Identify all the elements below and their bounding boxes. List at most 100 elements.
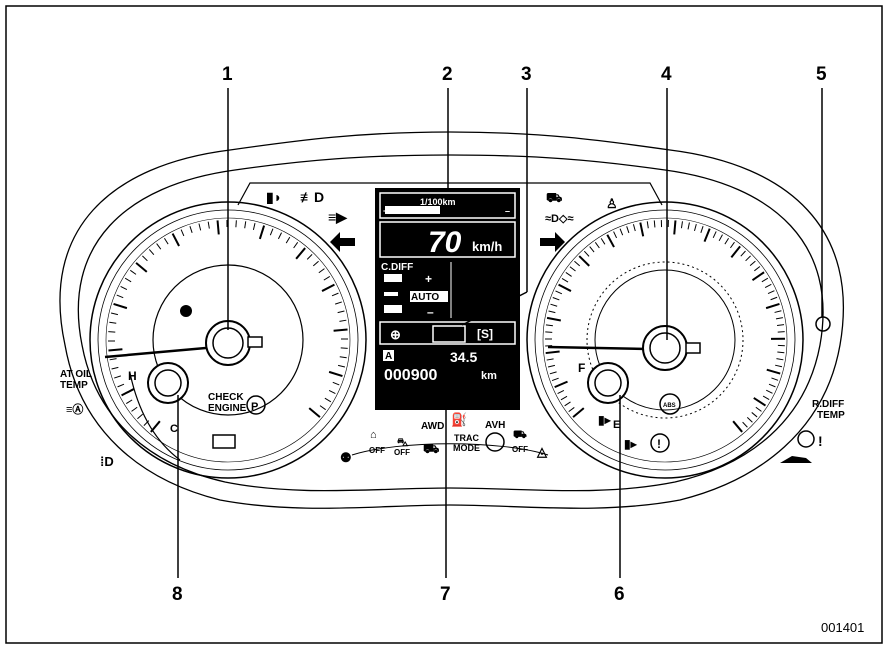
- cdiff-title: C.DIFF: [381, 262, 413, 273]
- gauge-tick: [730, 245, 741, 258]
- top-indicators: ▮◗ ≢D ≡▶ ⛟ ≈D◇≈ ♙: [266, 189, 618, 252]
- speedometer: F E ▮▸ ABS ▮▸ ! R.DIFF TEMP !: [526, 201, 845, 479]
- gauge-tick: [108, 348, 123, 352]
- gauge-tick: [775, 317, 783, 320]
- front-fog-icon: ▮◗: [266, 189, 282, 205]
- eyesight-off-label: OFF: [369, 446, 385, 455]
- gauge-tick: [252, 222, 256, 231]
- gauge-tick: [109, 321, 117, 324]
- gauge-tick: [775, 364, 783, 368]
- gauge-tick: [639, 222, 645, 237]
- gauge-tick: [572, 407, 585, 418]
- gauge-tick: [600, 238, 606, 245]
- svg-text:!: !: [657, 437, 661, 451]
- left-turn-icon: [330, 232, 355, 252]
- fuel-gauge-hub: [587, 362, 629, 404]
- center-display: 1/100km + – 70 km/h C.DIFF + AUTO – ⊕ [S…: [375, 188, 520, 410]
- gauge-tick: [551, 377, 559, 382]
- gauge-tick: [130, 269, 137, 275]
- gauge-tick: [594, 242, 600, 249]
- gauge-tick: [764, 283, 772, 289]
- gauge-tick: [680, 221, 683, 229]
- trac-mode-label-line1: TRAC: [454, 433, 479, 443]
- vdc-off-icon: ⛟: [513, 429, 527, 441]
- gauge-tick: [561, 277, 569, 283]
- cdiff-plus: +: [425, 272, 432, 286]
- svg-text:–: –: [505, 206, 510, 216]
- gauge-tick: [277, 232, 282, 240]
- gauge-tick: [619, 228, 624, 236]
- gauge-tick: [216, 220, 220, 235]
- tachometer-dot: [180, 305, 192, 317]
- battery-icon: [212, 434, 236, 449]
- gauge-tick: [776, 358, 784, 361]
- cluster-bottom-bezel: [351, 443, 549, 456]
- hill-hold-icon: [485, 432, 505, 452]
- gauge-tick: [137, 413, 144, 420]
- callout-leaders: [177, 88, 823, 578]
- svg-text:!: !: [818, 433, 823, 449]
- svg-text:+: +: [383, 206, 388, 216]
- temp-cold-label: C: [170, 423, 178, 435]
- gauge-tick: [673, 220, 677, 235]
- gauge-tick: [552, 297, 560, 301]
- gauge-tick: [171, 233, 180, 247]
- abs-label: ABS: [663, 403, 676, 409]
- eyesight-icon: ⌂: [370, 429, 377, 441]
- gauge-tick: [554, 380, 568, 389]
- callout-6: 6: [614, 584, 625, 605]
- gauge-tick: [156, 243, 162, 250]
- gauge-tick: [768, 383, 776, 388]
- gauge-tick: [632, 224, 636, 232]
- at-oil-temp-label-line2: TEMP: [60, 380, 88, 391]
- gauge-tick: [732, 420, 743, 433]
- gauge-tick: [111, 366, 119, 370]
- speed-value: 70: [428, 226, 462, 259]
- gauge-tick: [269, 228, 274, 236]
- gauge-tick: [560, 395, 568, 401]
- tpms-icon: ◬: [536, 444, 548, 459]
- gauge-tick: [558, 283, 572, 292]
- odometer-value: 000900: [384, 367, 437, 384]
- oil-pressure-icon: ⛽: [451, 412, 467, 427]
- gauge-tick: [189, 226, 193, 233]
- tachometer: H C AT OIL TEMP CHECK ENGINE P ≡Ⓐ ⁞D: [60, 201, 367, 479]
- gauge-tick: [751, 412, 758, 418]
- gauge-tick: [332, 381, 340, 386]
- abs-icon: [659, 393, 681, 415]
- temp-high-label: H: [128, 369, 137, 383]
- callout-7: 7: [440, 584, 451, 605]
- gauge-tick: [774, 310, 782, 313]
- gauge-tick: [548, 310, 556, 314]
- gauge-tick: [557, 389, 565, 394]
- gauge-tick: [565, 272, 572, 277]
- callout-3: 3: [521, 64, 532, 85]
- gauge-tick: [646, 221, 649, 229]
- gauge-tick: [285, 236, 291, 244]
- gauge-tick: [761, 277, 769, 283]
- gauge-tick: [687, 222, 690, 230]
- gauge-tick: [755, 406, 762, 412]
- awd-label: AWD: [421, 421, 444, 432]
- gauge-tick: [331, 292, 339, 297]
- temp-gauge-arc: [129, 372, 181, 461]
- trip-value: 34.5: [450, 349, 477, 365]
- svg-text:P: P: [251, 401, 258, 413]
- gauge-tick: [258, 225, 266, 240]
- gauge-tick: [626, 226, 630, 234]
- gauge-tick: [568, 407, 575, 412]
- bottom-indicators: ⚉ ⌂ OFF ⛍ OFF ⛟ AWD ⛽ AVH TRAC MODE ⛟ OF…: [340, 412, 548, 465]
- gauge-tick: [124, 277, 132, 283]
- airbag-icon: ⚉: [340, 450, 352, 465]
- position-light-icon: ≈D◇≈: [545, 213, 573, 225]
- gauge-tick: [766, 389, 773, 394]
- seatbelt-icon: ♙: [606, 196, 618, 211]
- fuel-full-label: F: [578, 361, 585, 375]
- figure-id: 001401: [821, 620, 864, 635]
- gauge-tick: [545, 324, 553, 327]
- gauge-tick: [753, 397, 767, 407]
- gauge-tick: [180, 229, 185, 237]
- gauge-tick: [328, 370, 343, 378]
- gauge-tick: [293, 242, 299, 249]
